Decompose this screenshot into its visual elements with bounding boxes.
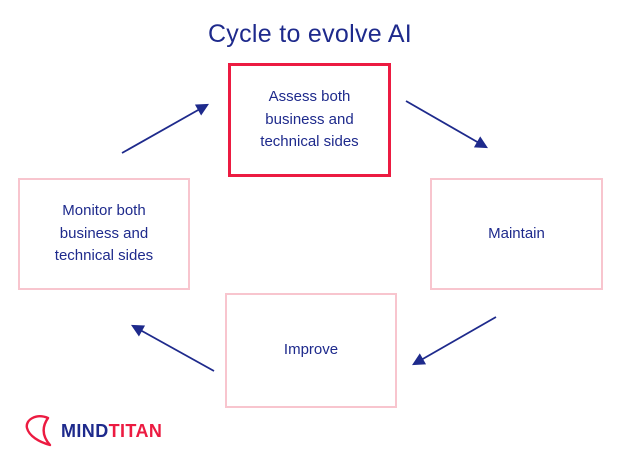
logo-word-titan: TITAN bbox=[108, 420, 163, 441]
cycle-node-maintain: Maintain bbox=[430, 178, 603, 290]
cycle-node-maintain-label: Maintain bbox=[488, 224, 545, 242]
cycle-node-improve-label: Improve bbox=[283, 341, 339, 359]
mindtitan-wordmark: MINDTITAN bbox=[61, 421, 162, 442]
logo-word-mind: MIND bbox=[61, 420, 109, 441]
mindtitan-logo: MINDTITAN bbox=[22, 414, 162, 448]
page-title: Cycle to evolve AI bbox=[207, 20, 413, 48]
arrow-maintain-to-improve bbox=[414, 316, 497, 364]
arrow-assess-to-maintain bbox=[405, 100, 486, 147]
cycle-node-monitor-label: Monitor both business and technical side… bbox=[54, 202, 154, 265]
arrow-monitor-to-assess bbox=[121, 105, 207, 154]
arrow-improve-to-monitor bbox=[133, 326, 215, 372]
cycle-node-improve: Improve bbox=[225, 293, 397, 408]
mindtitan-flame-icon bbox=[25, 415, 52, 447]
cycle-node-assess-label: Assess both business and technical sides bbox=[260, 88, 359, 151]
cycle-node-assess: Assess both business and technical sides bbox=[228, 63, 391, 177]
cycle-node-monitor: Monitor both business and technical side… bbox=[18, 178, 190, 290]
